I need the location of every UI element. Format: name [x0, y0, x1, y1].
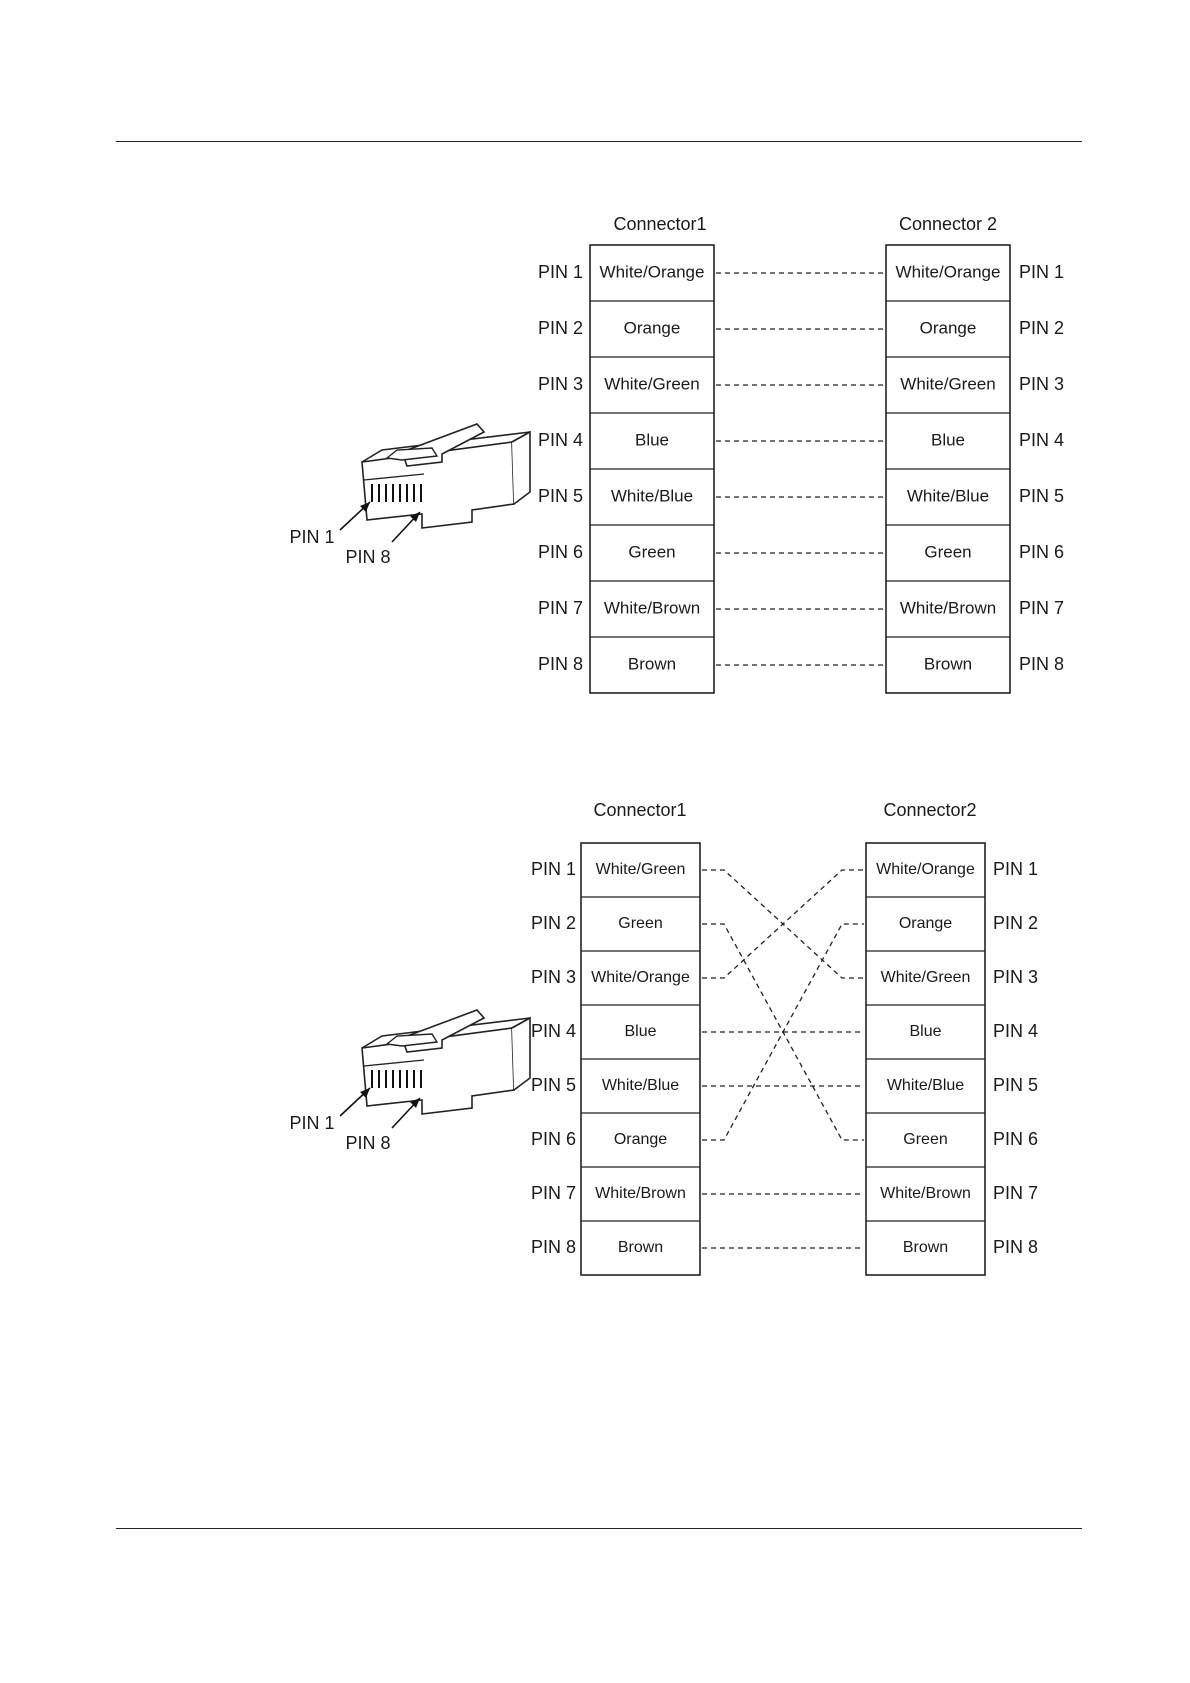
left-wire-color-label: White/Brown: [604, 598, 700, 617]
plug-pin8-label: PIN 8: [345, 547, 390, 567]
straight-through-wiring-diagram: Connector1 Connector 2 White/Orange White/O…: [289, 214, 1064, 694]
right-pin-label: PIN 3: [1019, 374, 1064, 394]
left-wire-color-label: Orange: [614, 1131, 667, 1148]
right-pin-label: PIN 4: [993, 1021, 1038, 1041]
left-wire-color-label: Blue: [624, 1023, 656, 1040]
plug-pin8-label: PIN 8: [345, 1133, 390, 1153]
pin1-arrow-head: [360, 502, 370, 512]
left-wire-color-label: White/Green: [596, 861, 686, 878]
left-pin-label: PIN 6: [531, 1129, 576, 1149]
right-pin-label: PIN 5: [993, 1075, 1038, 1095]
left-wire-color-label: Orange: [624, 318, 681, 337]
right-wire-color-label: Brown: [903, 1239, 948, 1256]
left-wire-color-label: White/Brown: [595, 1185, 686, 1202]
left-pin-label: PIN 3: [531, 967, 576, 987]
right-wire-color-label: Orange: [899, 915, 952, 932]
left-pin-label: PIN 1: [531, 859, 576, 879]
plug-latch-base: [385, 447, 439, 461]
left-wire-color-label: Brown: [618, 1239, 663, 1256]
connector-right-title: Connector2: [883, 800, 976, 820]
diagram-content: Connector1 Connector 2 White/Orange White/O…: [289, 214, 1064, 694]
right-pin-label: PIN 2: [993, 913, 1038, 933]
right-pin-label: PIN 4: [1019, 430, 1064, 450]
plug-contact-edge: [363, 473, 425, 481]
connector-left-title: Connector1: [593, 800, 686, 820]
right-pin-label: PIN 8: [993, 1237, 1038, 1257]
right-wire-color-label: Orange: [920, 318, 977, 337]
right-wire-color-label: White/Blue: [907, 486, 989, 505]
rj45-plug-illustration: PIN 1 PIN 8: [289, 423, 531, 567]
pin8-arrow-head: [410, 512, 420, 522]
rj45-plug-illustration: PIN 1 PIN 8: [289, 1009, 531, 1153]
left-pin-label: PIN 2: [531, 913, 576, 933]
wire-connection: [702, 869, 864, 979]
left-wire-color-label: White/Green: [604, 374, 699, 393]
right-wire-color-label: Green: [903, 1131, 947, 1148]
right-pin-label: PIN 7: [1019, 598, 1064, 618]
left-pin-label: PIN 4: [538, 430, 583, 450]
right-pin-label: PIN 8: [1019, 654, 1064, 674]
wire-connection: [702, 923, 864, 1141]
right-wire-color-label: White/Green: [900, 374, 995, 393]
connector-left-title: Connector1: [613, 214, 706, 234]
left-wire-color-label: White/Orange: [600, 262, 705, 281]
right-wire-color-label: White/Orange: [896, 262, 1001, 281]
left-wire-color-label: Brown: [628, 654, 676, 673]
left-wire-color-label: Blue: [635, 430, 669, 449]
connector-right-title: Connector 2: [899, 214, 997, 234]
right-pin-label: PIN 2: [1019, 318, 1064, 338]
left-pin-label: PIN 3: [538, 374, 583, 394]
right-wire-color-label: Blue: [909, 1023, 941, 1040]
left-wire-color-label: White/Orange: [591, 969, 690, 986]
plug-pin1-label: PIN 1: [289, 1113, 334, 1133]
plug-pin1-label: PIN 1: [289, 527, 334, 547]
left-pin-label: PIN 2: [538, 318, 583, 338]
header-rule: [116, 141, 1082, 142]
left-pin-label: PIN 5: [531, 1075, 576, 1095]
right-wire-color-label: White/Brown: [880, 1185, 971, 1202]
plug-latch-base: [385, 1033, 439, 1047]
right-wire-color-label: White/Blue: [887, 1077, 964, 1094]
right-pin-label: PIN 5: [1019, 486, 1064, 506]
right-pin-label: PIN 7: [993, 1183, 1038, 1203]
right-pin-label: PIN 1: [993, 859, 1038, 879]
left-pin-label: PIN 7: [538, 598, 583, 618]
left-pin-label: PIN 4: [531, 1021, 576, 1041]
right-wire-color-label: White/Orange: [876, 861, 975, 878]
left-pin-label: PIN 6: [538, 542, 583, 562]
left-wire-color-label: White/Blue: [611, 486, 693, 505]
right-wire-color-label: Green: [924, 542, 971, 561]
right-wire-color-label: White/Brown: [900, 598, 996, 617]
pin1-arrow-head: [360, 1088, 370, 1098]
right-pin-label: PIN 6: [1019, 542, 1064, 562]
left-pin-label: PIN 8: [538, 654, 583, 674]
left-wire-color-label: Green: [618, 915, 662, 932]
footer-rule: [116, 1528, 1082, 1529]
plug-side: [511, 430, 531, 505]
left-wire-color-label: White/Blue: [602, 1077, 679, 1094]
right-pin-label: PIN 6: [993, 1129, 1038, 1149]
left-pin-label: PIN 1: [538, 262, 583, 282]
right-pin-label: PIN 1: [1019, 262, 1064, 282]
left-pin-label: PIN 5: [538, 486, 583, 506]
pin8-arrow-head: [410, 1098, 420, 1108]
plug-side: [511, 1016, 531, 1091]
plug-contact-edge: [363, 1059, 425, 1067]
right-wire-color-label: White/Green: [881, 969, 971, 986]
left-wire-color-label: Green: [628, 542, 675, 561]
left-pin-label: PIN 8: [531, 1237, 576, 1257]
right-wire-color-label: Brown: [924, 654, 972, 673]
right-wire-color-label: Blue: [931, 430, 965, 449]
right-pin-label: PIN 3: [993, 967, 1038, 987]
left-pin-label: PIN 7: [531, 1183, 576, 1203]
